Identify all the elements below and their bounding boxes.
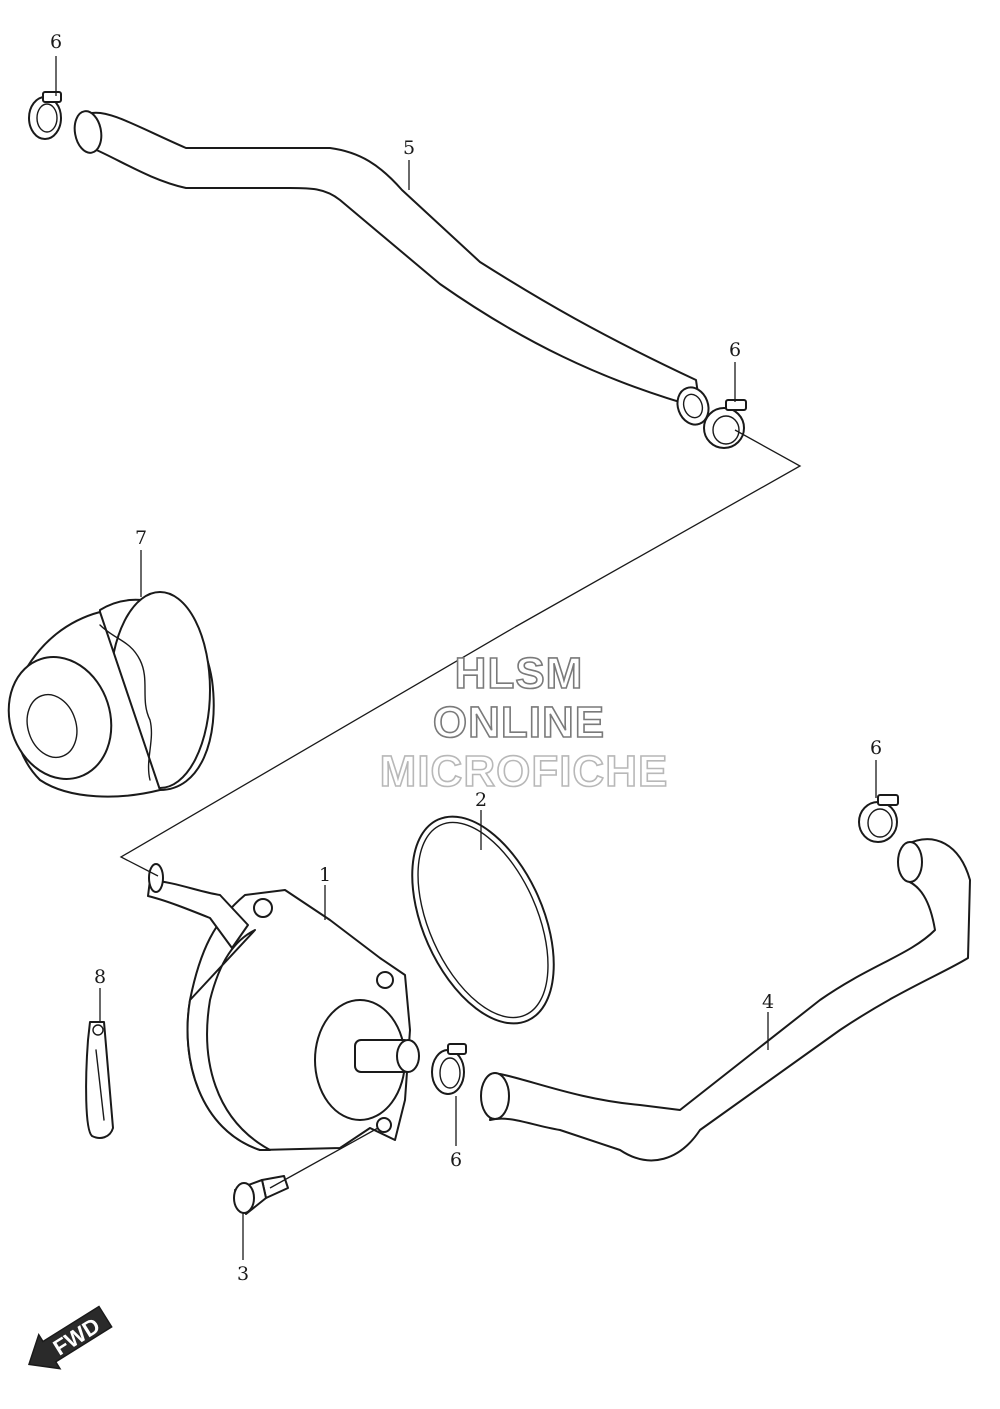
callout-clamp-upper-right: 6 <box>729 339 741 361</box>
oil-filter[interactable] <box>0 591 215 798</box>
bolt[interactable] <box>233 1175 289 1215</box>
callout-lower-hose: 4 <box>762 991 774 1013</box>
oil-cooler[interactable] <box>147 863 420 1151</box>
callout-oil-filter: 7 <box>135 527 147 549</box>
callout-cooler: 1 <box>319 864 331 886</box>
hose-clamp-top-left[interactable] <box>28 91 62 140</box>
callout-clamp-lower: 6 <box>450 1149 462 1171</box>
upper-hose[interactable] <box>72 109 714 429</box>
lower-hose[interactable] <box>480 838 971 1162</box>
hose-clamp-right[interactable] <box>858 794 899 843</box>
hose-clamp-lower[interactable] <box>431 1043 467 1095</box>
callout-upper-hose: 5 <box>403 137 415 159</box>
leader-lines <box>55 56 877 1260</box>
callout-clamp-right: 6 <box>870 737 882 759</box>
callout-clip: 8 <box>94 966 106 988</box>
watermark: HLSM ONLINE MICROFICHE <box>379 648 669 797</box>
callout-o-ring: 2 <box>475 789 487 811</box>
connection-lines <box>119 429 802 1189</box>
callout-clamp-top-left: 6 <box>50 31 62 53</box>
callout-bolt: 3 <box>237 1263 249 1285</box>
clip[interactable] <box>85 1021 114 1139</box>
watermark-line-3: MICROFICHE <box>380 747 669 796</box>
fwd-direction-badge: FWD <box>27 1305 113 1370</box>
watermark-line-2: ONLINE <box>433 698 605 747</box>
hose-clamp-upper-right[interactable] <box>703 399 747 449</box>
o-ring[interactable] <box>383 795 582 1045</box>
left-down-arrow-icon <box>27 1305 113 1370</box>
watermark-line-1: HLSM <box>455 649 584 698</box>
